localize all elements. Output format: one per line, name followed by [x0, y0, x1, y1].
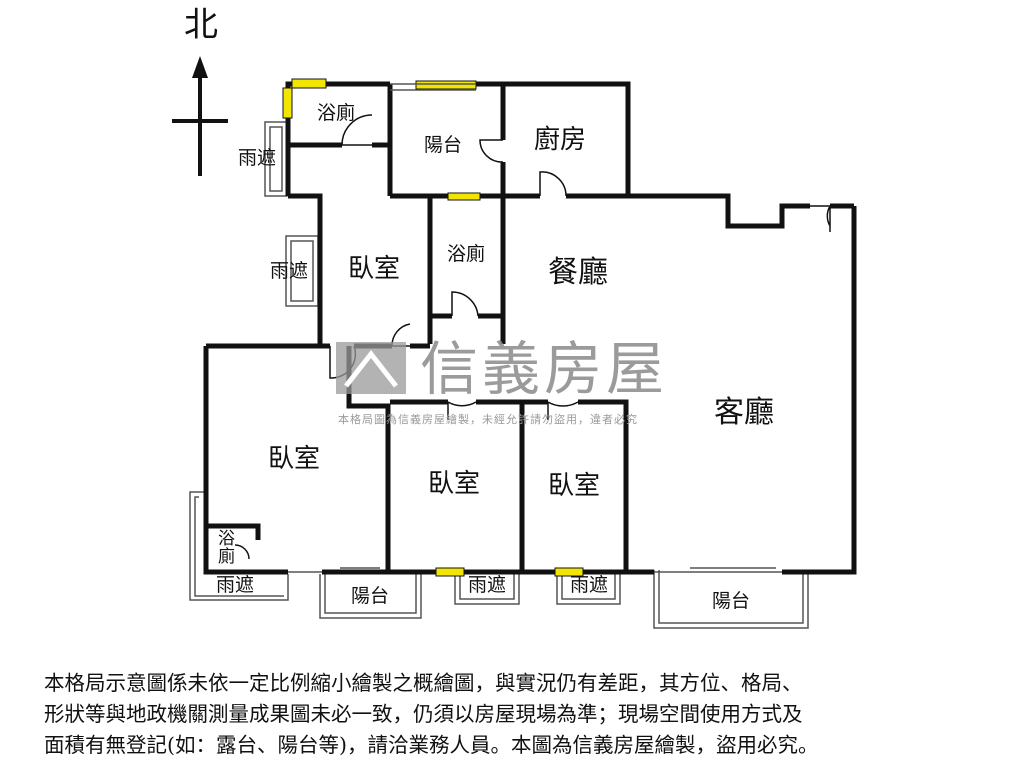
room-label-kitchen: 廚房	[534, 125, 587, 155]
watermark-title: 信義房屋	[420, 335, 669, 403]
openings	[288, 83, 782, 573]
floor-plan	[172, 56, 857, 629]
disclaimer: 本格局示意圖係未依一定比例縮小繪製之概繪圖，與實況仍有差距，其方位、格局、 形狀…	[44, 668, 1004, 761]
room-label-balcony-s2: 陽台	[712, 590, 751, 612]
compass-north-label: 北	[184, 5, 218, 45]
room-label-bath-small: 浴廁	[218, 529, 235, 567]
room-label-living: 客廳	[714, 395, 774, 430]
room-label-dining: 餐廳	[548, 255, 608, 290]
watermark-subtitle: 本格局圖為信義房屋繪製，未經允許請勿盜用，違者必究	[338, 413, 638, 426]
room-label-bedroom-north: 臥室	[348, 254, 401, 284]
room-label-awning-w2: 雨遮	[270, 260, 309, 282]
room-label-bath-nw: 浴廁	[317, 102, 356, 124]
windows	[282, 78, 584, 577]
room-label-awning-s2: 雨遮	[468, 574, 507, 596]
watermark-logo-icon	[336, 342, 406, 394]
room-label-bedroom-sw: 臥室	[268, 444, 321, 474]
room-label-awning-s1: 雨遮	[216, 574, 255, 596]
floor-plan-drawing	[172, 56, 857, 629]
room-label-bath-center: 浴廁	[447, 243, 486, 265]
room-label-bedroom-s2: 臥室	[548, 471, 601, 501]
room-label-awning-w1: 雨遮	[238, 147, 277, 169]
room-label-bedroom-s1: 臥室	[428, 469, 481, 499]
disclaimer-line: 形狀等與地政機關測量成果圖未必一致，仍須以房屋現場為準；現場空間使用方式及	[44, 702, 803, 726]
north-arrow-icon	[172, 56, 228, 176]
disclaimer-line: 面積有無登記(如：露台、陽台等)，請洽業務人員。本圖為信義房屋繪製，盜用必究。	[44, 733, 819, 757]
walls	[203, 81, 857, 575]
disclaimer-line: 本格局示意圖係未依一定比例縮小繪製之概繪圖，與實況仍有差距，其方位、格局、	[44, 671, 803, 695]
room-label-balcony-s1: 陽台	[351, 585, 390, 607]
room-label-awning-s3: 雨遮	[570, 574, 609, 596]
room-label-balcony-north: 陽台	[424, 134, 463, 156]
